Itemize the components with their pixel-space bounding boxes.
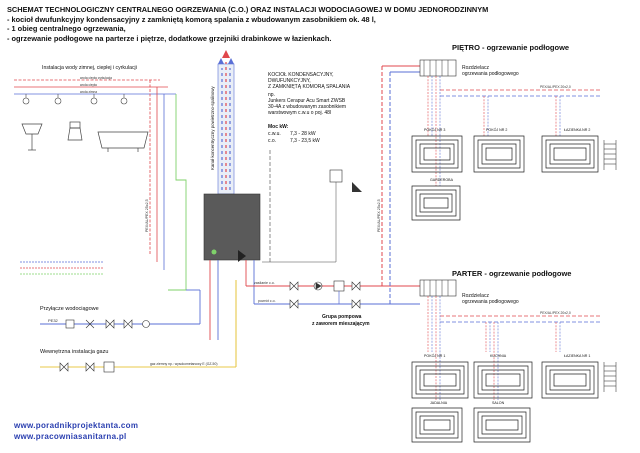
- boiler-desc-7: warstwowym c.w.u o poj. 48l: [268, 110, 331, 116]
- washbasin-icon: [21, 123, 43, 135]
- boiler-desc-5: Junkers Cerapur Acu Smart ZWSB: [268, 98, 346, 104]
- gas-installation-title: Wewnętrzna instalacja gazu: [40, 349, 108, 355]
- coil-ground-room-3: [541, 361, 599, 399]
- expansion-vessel-icon: [329, 169, 343, 183]
- upper-room-4-label: GARDEROBA: [430, 178, 454, 182]
- header-title: SCHEMAT TECHNOLOGICZNY CENTRALNEGO OGRZE…: [7, 5, 489, 14]
- check-valve-icon: [105, 319, 115, 329]
- water-installation-title: Instalacja wody zimnej, ciepłej i cyrkul…: [42, 65, 137, 71]
- pump-group-return-valve-icon: [351, 299, 361, 309]
- ground-room-5-label: SALON: [492, 401, 505, 405]
- supply-label: zasilanie c.o.: [254, 281, 275, 285]
- coil-upper-room-1: [411, 135, 463, 173]
- filter-icon: [142, 320, 150, 328]
- bathtub-icon: [97, 131, 149, 149]
- coil-ground-room-1: [411, 361, 469, 399]
- ladder-radiator-upper-icon: [603, 140, 617, 170]
- header-line-2: - 1 obieg centralnego ogrzewania,: [7, 24, 126, 33]
- chimney-label: Kanał koncentryczny powietrzno-spalinowy: [210, 85, 215, 170]
- footer-link-1[interactable]: www.poradnikprojektanta.com: [14, 421, 139, 430]
- boiler-desc-1: KOCIOŁ KONDENSACYJNY,: [268, 72, 333, 78]
- left-riser-label: PEX/AL/PEX 25x2,5: [145, 199, 149, 232]
- ground-room-2-label: KUCHNIA: [490, 354, 507, 358]
- valve-icon: [85, 319, 95, 329]
- ground-manifold-label-2: ogrzewania podłogowego: [462, 299, 519, 305]
- ground-floor: PARTER - ogrzewanie podłogowe Rozdzielac…: [411, 269, 617, 443]
- power-row-1-value: 7,3 - 28 kW: [290, 131, 316, 137]
- footer: www.poradnikprojektanta.com www.pracowni…: [14, 420, 138, 442]
- coil-ground-room-2: [473, 361, 533, 399]
- coil-ground-room-4: [411, 407, 463, 443]
- gas-valve-icon: [59, 362, 69, 372]
- return-valve-icon: [289, 299, 299, 309]
- ground-room-1-label: POKÓJ NR 1: [424, 353, 445, 358]
- upper-manifold: [419, 59, 457, 77]
- reducer-valve-icon: [123, 319, 133, 329]
- boiler-pump-icon: [238, 250, 246, 262]
- power-title: Moc kW:: [268, 124, 289, 130]
- return-label: powrót c.o.: [258, 299, 276, 303]
- power-row-1-label: c.w.u.: [268, 131, 281, 137]
- upper-manifold-label-2: ogrzewania podłogowego: [462, 71, 519, 77]
- upper-room-2-label: POKÓJ NR 2: [486, 127, 507, 132]
- boiler-body: [203, 193, 261, 261]
- ground-room-3-label: ŁAZIENKA NR 1: [564, 354, 590, 358]
- gas-valve-2-icon: [85, 362, 95, 372]
- boiler-desc-4: np.: [268, 92, 275, 98]
- safety-valve-icon: [352, 182, 362, 192]
- power-row-2-value: 7,3 - 23,5 kW: [290, 138, 320, 144]
- boiler-indicator-icon: [211, 249, 217, 255]
- pump-group-label-2: z zaworem mieszającym: [312, 321, 370, 327]
- toilet-icon: [67, 127, 83, 141]
- heating-mains: zasilanie c.o. powrót c.o. Grupa pompowa…: [145, 65, 420, 327]
- ground-manifold: [419, 279, 457, 297]
- ground-manifold-label-1: Rozdzielacz: [462, 293, 489, 299]
- boiler-group: Kanał koncentryczny powietrzno-spalinowy…: [203, 50, 362, 340]
- pipe-label-circulation: woda ciepła cyrkulacja: [80, 76, 112, 80]
- coil-upper-room-3: [541, 135, 599, 173]
- supply-valve-icon: [289, 281, 299, 291]
- header: SCHEMAT TECHNOLOGICZNY CENTRALNEGO OGRZE…: [7, 5, 488, 43]
- water-meter-icon: [65, 319, 75, 329]
- header-line-3: - ogrzewanie podłogowe na parterze i pię…: [7, 33, 332, 43]
- water-installation: Instalacja wody zimnej, ciepłej i cyrkul…: [14, 65, 187, 291]
- riser-label: PEX/AL/PEX 25x2,5: [377, 199, 381, 232]
- water-connection-pipe: PE32: [48, 318, 59, 323]
- upper-pipe-label: PEX/AL/PEX 20x2,0: [540, 85, 571, 89]
- boiler-desc-6: 30-4A z wbudowanym zasobnikiem: [268, 104, 346, 110]
- gas-installation: Wewnętrzna instalacja gazu gaz ziemny np…: [40, 280, 237, 373]
- boiler-desc-3: Z ZAMKNIĘTĄ KOMORĄ SPALANIA: [268, 84, 351, 90]
- water-connection: Przyłącze wodociągowe PE32: [40, 289, 201, 329]
- power-row-2-label: c.o.: [268, 138, 276, 144]
- ground-floor-title: PARTER - ogrzewanie podłogowe: [452, 269, 571, 278]
- air-arrow-left-icon: [218, 58, 224, 64]
- boiler-desc-2: DWUFUNKCYJNY,: [268, 78, 311, 84]
- upper-room-3-label: ŁAZIENKA NR 2: [564, 128, 590, 132]
- gas-meter-icon: [103, 361, 115, 373]
- gas-pipe-label: gaz ziemny np.: wysokometanowy E (GZ-50): [150, 362, 217, 366]
- ladder-radiator-ground-icon: [603, 362, 617, 392]
- upper-floor: PIĘTRO - ogrzewanie podłogowe Rozdzielac…: [411, 43, 617, 221]
- pump-group-valve-icon: [351, 281, 361, 291]
- air-arrow-right-icon: [228, 58, 234, 64]
- header-line-1: - kocioł dwufunkcyjny kondensacyjny z za…: [7, 14, 376, 24]
- flue-arrow-icon: [222, 50, 230, 58]
- ground-room-4-label: JADALNIA: [430, 401, 448, 405]
- pipe-label-cold: woda zimna: [80, 90, 97, 94]
- upper-manifold-label-1: Rozdzielacz: [462, 65, 489, 71]
- coil-upper-room-4: [411, 185, 461, 221]
- water-connection-title: Przyłącze wodociągowe: [40, 306, 99, 312]
- coil-upper-room-2: [473, 135, 525, 173]
- mixing-valve-icon: [333, 280, 345, 292]
- upper-floor-title: PIĘTRO - ogrzewanie podłogowe: [452, 43, 569, 52]
- upper-room-1-label: POKÓJ NR 3: [424, 127, 445, 132]
- pump-group-label-1: Grupa pompowa: [322, 314, 362, 320]
- footer-link-2[interactable]: www.pracowniasanitarna.pl: [14, 432, 127, 441]
- coil-ground-room-5: [473, 407, 531, 443]
- ground-pipe-label: PEX/AL/PEX 20x2,0: [540, 311, 571, 315]
- pipe-label-hot: woda ciepła: [80, 83, 97, 87]
